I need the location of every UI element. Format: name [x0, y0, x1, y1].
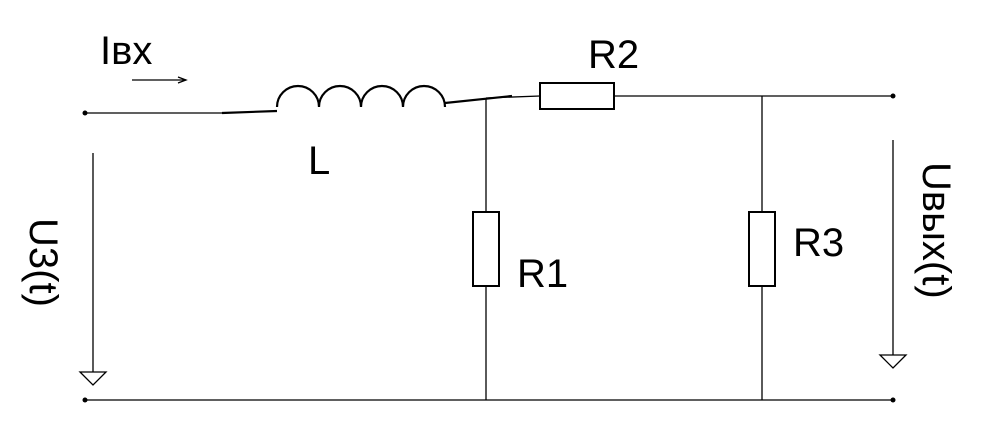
- r3-label: R3: [793, 221, 844, 265]
- junction-wire: [485, 95, 541, 99]
- current-arrow-icon: [132, 76, 188, 84]
- input-current-label: Iвх: [100, 29, 152, 73]
- output-voltage-arrow-icon: [878, 140, 908, 369]
- input-voltage-arrow-icon: [78, 153, 108, 386]
- output-terminal-top: [890, 93, 896, 99]
- resistor-r1: [472, 211, 500, 287]
- inductor-label: L: [308, 139, 330, 183]
- inductor-coil-icon: [275, 84, 447, 108]
- output-voltage-label: Uвых(t): [914, 162, 958, 299]
- input-voltage-label: U3(t): [21, 218, 65, 307]
- r2-label: R2: [588, 33, 639, 77]
- inductor-lead-left: [221, 109, 278, 115]
- resistor-r3: [748, 211, 776, 287]
- resistor-r2: [539, 82, 615, 110]
- output-terminal-bottom: [890, 397, 896, 403]
- r1-label: R1: [517, 252, 568, 296]
